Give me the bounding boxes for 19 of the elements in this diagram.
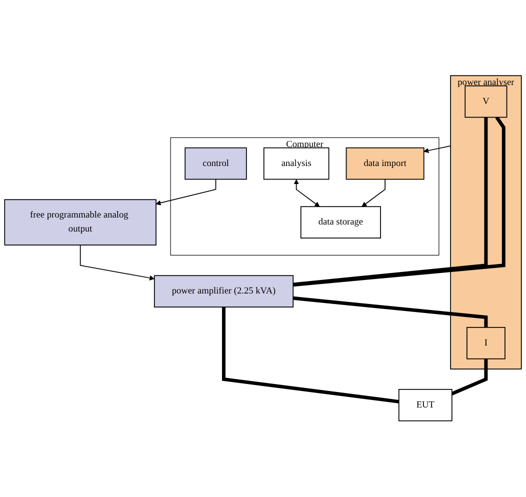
node-box	[466, 327, 506, 360]
arrow	[424, 146, 452, 154]
node-box	[263, 148, 330, 180]
node-box	[464, 86, 508, 118]
node-box	[154, 275, 294, 308]
node-box	[300, 206, 381, 239]
connector	[222, 307, 400, 404]
node-box	[4, 199, 156, 246]
cluster	[170, 138, 440, 256]
cluster	[450, 75, 522, 370]
arrow	[156, 179, 216, 206]
arrow	[80, 244, 155, 281]
node-box	[346, 148, 424, 180]
connector	[451, 359, 488, 396]
node-box	[398, 389, 452, 422]
node-box	[184, 148, 247, 180]
connector	[292, 296, 488, 328]
arrow	[294, 180, 320, 208]
arrow	[362, 179, 386, 208]
